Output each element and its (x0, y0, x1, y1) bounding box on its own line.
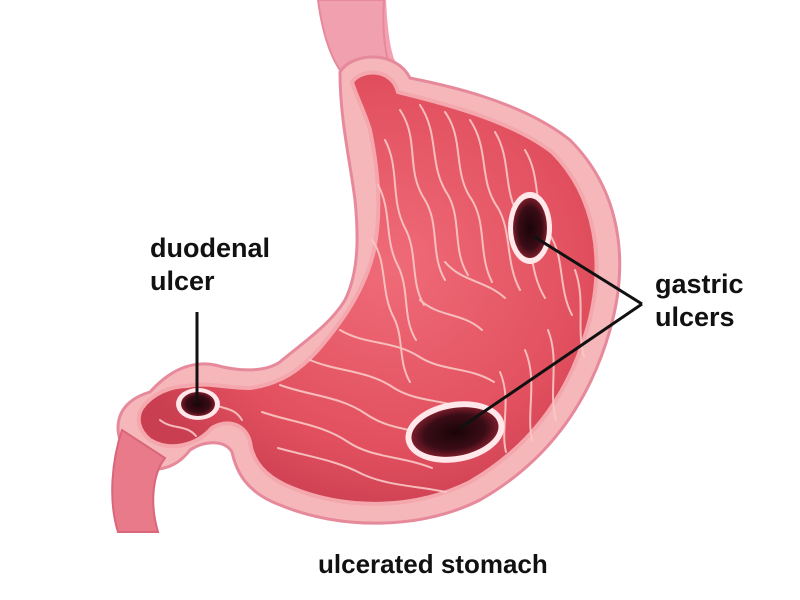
leader-gastric-lower (459, 302, 643, 430)
duodenal-ulcer-label: duodenal ulcer (150, 232, 270, 298)
gastric-ulcers-label: gastric ulcers (655, 268, 744, 334)
duodenal-label-line1: duodenal (150, 233, 270, 263)
mucosal-folds (159, 104, 585, 493)
gastric-label-line1: gastric (655, 269, 744, 299)
leader-gastric-upper (532, 234, 643, 306)
leader-lines (195, 234, 643, 430)
duodenum (111, 428, 167, 533)
duodenal-label-line2: ulcer (150, 266, 215, 296)
gastric-ulcer-upper (508, 192, 552, 264)
gastric-ulcer-lower (405, 401, 505, 463)
diagram-caption: ulcerated stomach (318, 549, 548, 579)
gastric-label-line2: ulcers (655, 302, 735, 332)
stomach-lining (136, 70, 599, 506)
